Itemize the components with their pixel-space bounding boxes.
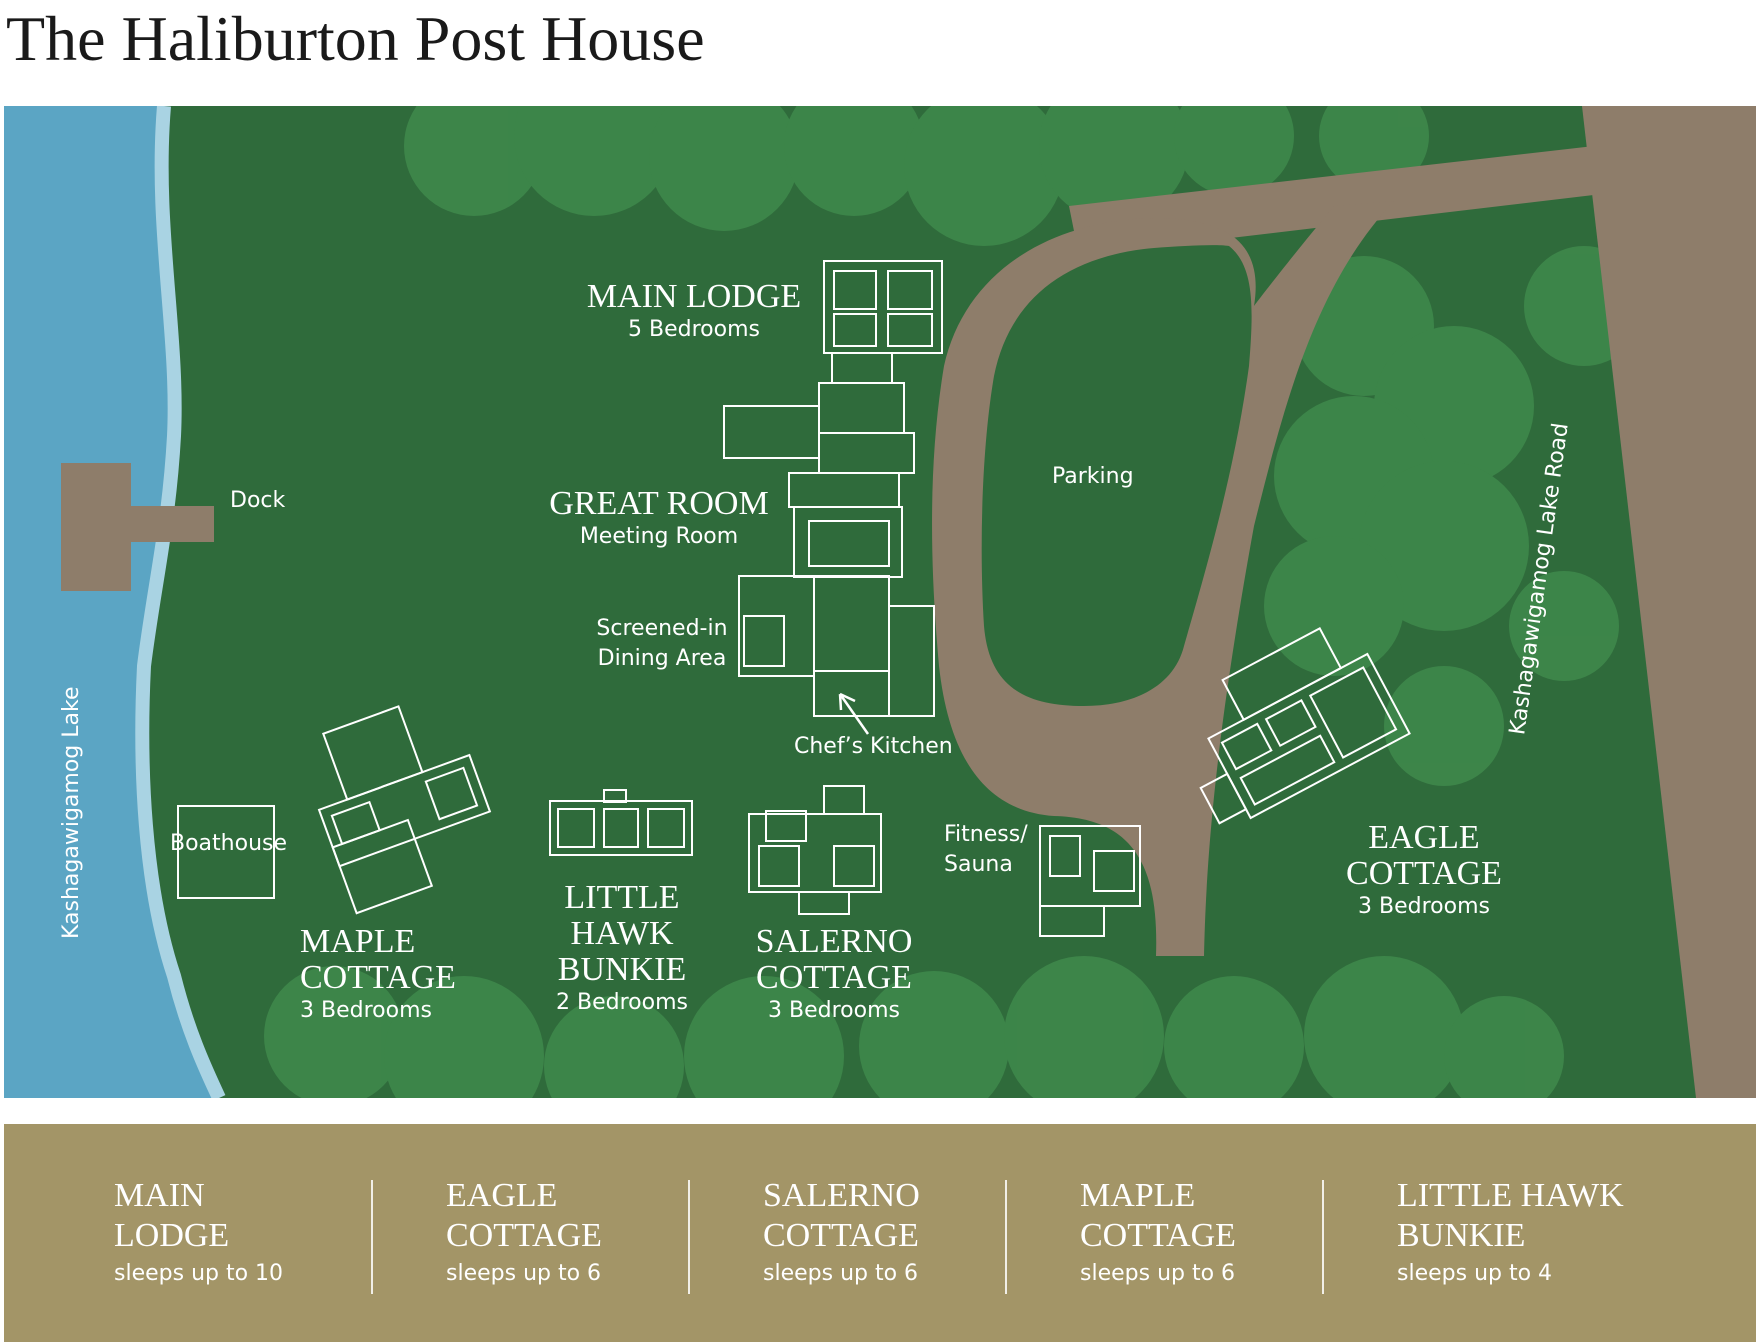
- eagle-detail: 3 Bedrooms: [1358, 894, 1490, 919]
- lake: [4, 106, 219, 1098]
- main-lodge-footprint: [723, 260, 943, 717]
- great-room-detail: Meeting Room: [579, 524, 739, 549]
- little-hawk-line3: BUNKIE: [557, 951, 687, 988]
- main-lodge-label: MAIN LODGE 5 Bedrooms: [574, 279, 814, 345]
- fitness-sauna-label: Fitness/ Sauna: [944, 820, 1028, 880]
- legend-sleeps: sleeps up to 6: [446, 1261, 602, 1286]
- kitchen-arrow: [838, 692, 870, 735]
- dock: [61, 463, 214, 591]
- legend-divider: [371, 1180, 373, 1294]
- building-footprints: [317, 260, 1411, 937]
- boathouse-outline: [177, 805, 275, 899]
- legend-sleeps: sleeps up to 6: [1080, 1261, 1236, 1286]
- great-room-name: GREAT ROOM: [549, 485, 769, 522]
- legend-name: EAGLE COTTAGE: [446, 1177, 602, 1254]
- legend-name: MAPLE COTTAGE: [1080, 1177, 1236, 1254]
- legend-divider: [688, 1180, 690, 1294]
- legend-item-little-hawk-bunkie: LITTLE HAWK BUNKIE sleeps up to 4: [1397, 1176, 1624, 1290]
- legend-name: SALERNO COTTAGE: [763, 1177, 920, 1254]
- screened-dining-line1: Screened-in: [596, 616, 728, 641]
- legend-item-salerno-cottage: SALERNO COTTAGE sleeps up to 6: [763, 1176, 920, 1290]
- fitness-sauna-footprint: [1039, 825, 1141, 937]
- map-title: The Haliburton Post House: [6, 3, 705, 74]
- little-hawk-line2: HAWK: [570, 915, 674, 952]
- chefs-kitchen-label: Chef’s Kitchen: [794, 734, 953, 759]
- boathouse-label: Boathouse: [170, 831, 288, 856]
- maple-cottage-footprint: [317, 705, 492, 915]
- legend-sleeps: sleeps up to 10: [114, 1261, 284, 1286]
- maple-cottage-label: MAPLE COTTAGE 3 Bedrooms: [300, 924, 456, 1026]
- salerno-cottage-label: SALERNO COTTAGE 3 Bedrooms: [734, 924, 934, 1026]
- legend-item-maple-cottage: MAPLE COTTAGE sleeps up to 6: [1080, 1176, 1236, 1290]
- maple-detail: 3 Bedrooms: [300, 998, 432, 1023]
- lake-label: Kashagawigamog Lake: [59, 686, 84, 939]
- great-room-label: GREAT ROOM Meeting Room: [524, 486, 794, 552]
- legend-sleeps: sleeps up to 4: [1397, 1261, 1553, 1286]
- dock-label: Dock: [230, 488, 286, 513]
- salerno-detail: 3 Bedrooms: [768, 998, 900, 1023]
- main-lodge-name: MAIN LODGE: [586, 278, 802, 315]
- little-hawk-line1: LITTLE: [564, 879, 680, 916]
- eagle-cottage-label: EAGLE COTTAGE 3 Bedrooms: [1324, 820, 1524, 922]
- map-graphic: [4, 106, 1756, 1098]
- property-map: MAIN LODGE 5 Bedrooms GREAT ROOM Meeting…: [4, 106, 1756, 1098]
- salerno-cottage-footprint: [748, 785, 882, 915]
- eagle-cottage-footprint: [1199, 627, 1411, 825]
- little-hawk-label: LITTLE HAWK BUNKIE 2 Bedrooms: [532, 880, 712, 1018]
- shoreline: [135, 106, 226, 1098]
- maple-line2: COTTAGE: [300, 959, 456, 996]
- eagle-line1: EAGLE: [1368, 819, 1480, 856]
- legend-divider: [1005, 1180, 1007, 1294]
- little-hawk-bunkie-footprint: [549, 789, 693, 856]
- legend-item-main-lodge: MAIN LODGE sleeps up to 10: [114, 1176, 283, 1290]
- eagle-line2: COTTAGE: [1346, 855, 1502, 892]
- salerno-line1: SALERNO: [755, 923, 913, 960]
- tree-canopy: [264, 106, 1644, 1098]
- legend-name: LITTLE HAWK BUNKIE: [1397, 1177, 1624, 1254]
- legend-divider: [1322, 1180, 1324, 1294]
- capacity-legend: MAIN LODGE sleeps up to 10 EAGLE COTTAGE…: [4, 1124, 1756, 1342]
- parking-label: Parking: [1052, 464, 1134, 489]
- legend-item-eagle-cottage: EAGLE COTTAGE sleeps up to 6: [446, 1176, 602, 1290]
- fitness-line2: Sauna: [944, 852, 1013, 877]
- maple-line1: MAPLE: [300, 923, 416, 960]
- main-lodge-detail: 5 Bedrooms: [628, 317, 760, 342]
- driveway-loop: [932, 201, 1394, 956]
- screened-dining-line2: Dining Area: [597, 646, 727, 671]
- road: [1582, 106, 1756, 1098]
- legend-sleeps: sleeps up to 6: [763, 1261, 919, 1286]
- legend-name: MAIN LODGE: [114, 1177, 230, 1254]
- little-hawk-detail: 2 Bedrooms: [556, 990, 688, 1015]
- salerno-line2: COTTAGE: [756, 959, 912, 996]
- screened-dining-label: Screened-in Dining Area: [592, 614, 732, 674]
- fitness-line1: Fitness/: [944, 822, 1028, 847]
